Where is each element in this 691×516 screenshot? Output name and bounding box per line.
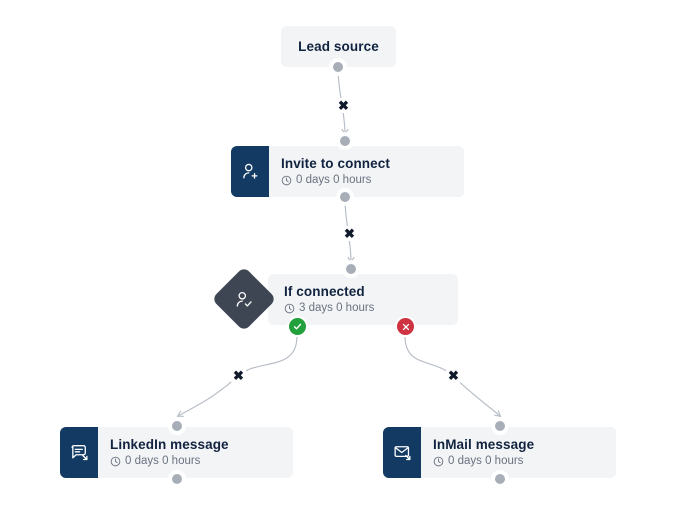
node-lead-source-body: Lead source [281, 26, 396, 67]
node-lead-source[interactable]: Lead source [281, 26, 396, 67]
node-inmail-message-delay: 0 days 0 hours [433, 454, 616, 469]
clock-icon [281, 175, 292, 186]
node-linkedin-message[interactable]: LinkedIn message 0 days 0 hours [60, 427, 293, 478]
anchor-lead-source-out[interactable] [333, 62, 343, 72]
cross-icon [402, 323, 409, 330]
node-if-connected-diamond[interactable] [211, 266, 277, 332]
clock-icon [284, 303, 295, 314]
clock-icon [110, 456, 121, 467]
node-inmail-message-delay-text: 0 days 0 hours [448, 455, 524, 467]
branch-badge-connected-no[interactable] [397, 318, 414, 335]
anchor-invite-to-connect-in[interactable] [340, 136, 350, 146]
edge-delete-if-connected-yes[interactable]: ✖ [231, 368, 246, 383]
node-linkedin-message-body: LinkedIn message 0 days 0 hours [98, 427, 293, 478]
node-invite-to-connect-delay: 0 days 0 hours [281, 173, 464, 188]
anchor-if-connected-in[interactable] [346, 264, 356, 274]
node-if-connected-delay-text: 3 days 0 hours [299, 302, 375, 314]
node-inmail-message[interactable]: InMail message 0 days 0 hours [383, 427, 616, 478]
person-check-icon [234, 289, 255, 310]
branch-badge-connected-yes[interactable] [289, 318, 306, 335]
node-inmail-message-title: InMail message [433, 437, 535, 452]
node-if-connected-body: If connected 3 days 0 hours [268, 274, 458, 325]
node-lead-source-title: Lead source [298, 39, 379, 54]
anchor-inmail-message-out[interactable] [495, 474, 505, 484]
anchor-invite-to-connect-out[interactable] [340, 192, 350, 202]
envelope-send-icon [383, 427, 421, 478]
edge-delete-if-connected-no[interactable]: ✖ [446, 368, 461, 383]
node-linkedin-message-delay: 0 days 0 hours [110, 454, 293, 469]
person-add-icon [231, 146, 269, 197]
node-invite-to-connect-delay-text: 0 days 0 hours [296, 174, 372, 186]
check-icon [293, 323, 302, 330]
node-invite-to-connect-title: Invite to connect [281, 156, 390, 171]
anchor-linkedin-message-in[interactable] [172, 421, 182, 431]
node-invite-to-connect[interactable]: Invite to connect 0 days 0 hours [231, 146, 464, 197]
edge-delete-lead-source-to-invite[interactable]: ✖ [336, 98, 351, 113]
node-linkedin-message-delay-text: 0 days 0 hours [125, 455, 201, 467]
node-inmail-message-body: InMail message 0 days 0 hours [421, 427, 616, 478]
edge-delete-invite-to-if-connected[interactable]: ✖ [342, 226, 357, 241]
anchor-inmail-message-in[interactable] [495, 421, 505, 431]
anchor-linkedin-message-out[interactable] [172, 474, 182, 484]
chat-bubble-send-icon [60, 427, 98, 478]
node-linkedin-message-title: LinkedIn message [110, 437, 229, 452]
clock-icon [433, 456, 444, 467]
node-if-connected-delay: 3 days 0 hours [284, 301, 458, 316]
node-if-connected-title: If connected [284, 284, 365, 299]
node-invite-to-connect-body: Invite to connect 0 days 0 hours [269, 146, 464, 197]
node-if-connected[interactable]: If connected 3 days 0 hours [268, 274, 458, 325]
